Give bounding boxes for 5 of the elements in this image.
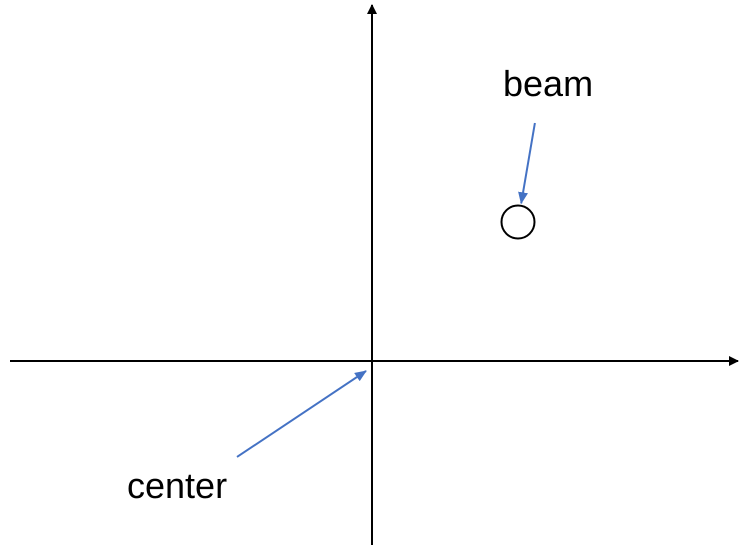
callout-text: beam [503,63,594,104]
leader-arrow [518,122,536,204]
leader-arrow [236,370,367,458]
beam-circle [500,204,536,240]
callout-text: center [127,465,228,506]
